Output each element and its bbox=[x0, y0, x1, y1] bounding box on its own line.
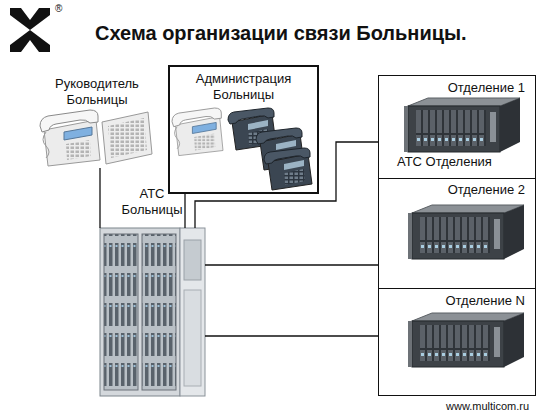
department-pbx bbox=[404, 98, 524, 367]
logo-w bbox=[10, 30, 50, 52]
department-box: Отделение 2 bbox=[378, 178, 536, 289]
department-chassis bbox=[408, 205, 524, 259]
node-label: Руководитель Больницы bbox=[38, 76, 156, 108]
connector-line bbox=[184, 194, 185, 228]
connector-line bbox=[205, 335, 378, 336]
connector-line bbox=[99, 168, 100, 228]
director-phone bbox=[40, 110, 100, 166]
company-logo bbox=[10, 8, 50, 52]
pbx-cabinet bbox=[100, 228, 205, 396]
node-sublabel: АТС Отделения bbox=[397, 154, 492, 170]
cabinet-panel bbox=[184, 290, 201, 386]
pbx-node: АТС Больницы bbox=[100, 228, 205, 396]
node-label: Администрация Больницы bbox=[170, 71, 317, 103]
logo-m bbox=[10, 8, 50, 30]
department-box: Отделение 1 АТС Отделения bbox=[378, 75, 536, 179]
phone-node: Руководитель Больницы bbox=[38, 78, 156, 168]
node-label: Отделение 2 bbox=[448, 182, 525, 198]
key-module-buttons bbox=[108, 118, 147, 158]
admin-phone bbox=[172, 108, 223, 156]
key-module bbox=[102, 112, 152, 164]
cabinet-panel bbox=[184, 240, 201, 280]
cabinet-side bbox=[180, 228, 205, 396]
department-chassis bbox=[408, 313, 524, 367]
admin-phone bbox=[264, 148, 312, 190]
node-label: Отделение 1 bbox=[448, 80, 525, 96]
watermark: www.multicom.ru bbox=[446, 400, 529, 413]
cabinet-body bbox=[100, 228, 180, 396]
trademark-sign: ® bbox=[55, 3, 62, 15]
department-box: Отделение N bbox=[378, 288, 536, 396]
director-phones bbox=[40, 110, 152, 166]
node-label: Отделение N bbox=[445, 293, 525, 309]
node-label: АТС Больницы bbox=[117, 186, 187, 218]
cabinet-rack bbox=[104, 234, 138, 390]
diagram-title: Схема организации связи Больницы. bbox=[95, 21, 467, 45]
connector-line bbox=[195, 142, 378, 228]
admin-phones bbox=[172, 108, 312, 190]
connector-line bbox=[205, 264, 378, 265]
admin-box: Администрация Больницы bbox=[168, 65, 319, 194]
department-chassis bbox=[404, 98, 520, 152]
cabinet-rack bbox=[142, 234, 176, 390]
